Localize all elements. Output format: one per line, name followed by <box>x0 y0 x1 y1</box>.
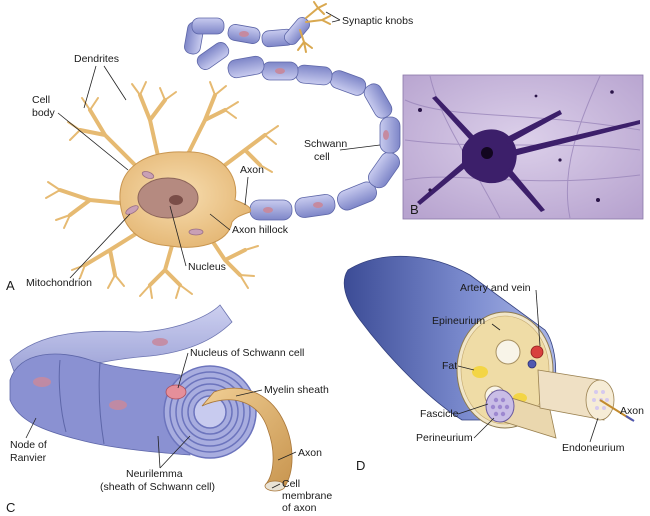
panel-d-nerve: D Artery and vein Epineurium Fat Fascicl… <box>343 255 644 473</box>
label-schwann-2: cell <box>314 151 330 163</box>
label-schwann-1: Schwann <box>304 138 347 150</box>
synaptic-knobs-shape <box>297 1 331 53</box>
myelin-spiral <box>163 365 257 459</box>
artery-shape <box>530 345 544 359</box>
label-cell-body-2: body <box>32 107 56 119</box>
panel-label-a: A <box>6 278 15 293</box>
nucleus-shape <box>137 177 199 219</box>
label-neurilemma-1: Neurilemma <box>126 468 183 480</box>
mitochondria-shape <box>125 171 204 236</box>
label-artery-vein: Artery and vein <box>460 282 531 294</box>
panel-label-b: B <box>410 202 419 217</box>
label-membrane-2: membrane <box>282 490 332 502</box>
panel-b-micrograph: B <box>402 74 644 220</box>
fat-shape <box>472 366 488 378</box>
label-myelin-sheath: Myelin sheath <box>264 384 329 396</box>
label-node-2: Ranvier <box>10 452 47 464</box>
label-neurilemma-2: (sheath of Schwann cell) <box>100 481 215 493</box>
label-fat: Fat <box>442 360 457 372</box>
panel-c-myelin: C Nucleus of Schwann cell Myelin sheath … <box>6 304 332 515</box>
label-fascicle: Fascicle <box>420 408 459 420</box>
label-mitochondrion: Mitochondrion <box>26 277 92 289</box>
label-axon-a: Axon <box>240 164 264 176</box>
label-membrane-3: of axon <box>282 502 317 514</box>
label-cell-body-1: Cell <box>32 94 50 106</box>
label-endoneurium: Endoneurium <box>562 442 625 454</box>
label-membrane-1: Cell <box>282 478 300 490</box>
label-axon-d: Axon <box>620 405 644 417</box>
stained-neuron <box>417 96 640 212</box>
panel-label-d: D <box>356 458 365 473</box>
vein-shape <box>527 359 537 369</box>
panel-a-neuron: A Dendrites Cell body Axon Axon hillock … <box>6 1 413 299</box>
label-axon-hillock: Axon hillock <box>232 224 289 236</box>
label-nucleus: Nucleus <box>188 261 226 273</box>
panel-label-c: C <box>6 500 15 515</box>
label-synaptic-knobs: Synaptic knobs <box>342 15 413 27</box>
label-axon-c: Axon <box>298 447 322 459</box>
label-epineurium: Epineurium <box>432 315 485 327</box>
label-perineurium: Perineurium <box>416 432 473 444</box>
schwann-nuclei <box>239 31 389 213</box>
myelinated-axon <box>184 17 401 221</box>
label-nucleus-schwann: Nucleus of Schwann cell <box>190 347 304 359</box>
label-node-1: Node of <box>10 439 47 451</box>
label-dendrites: Dendrites <box>74 53 119 65</box>
dendrites-shape <box>58 93 267 287</box>
